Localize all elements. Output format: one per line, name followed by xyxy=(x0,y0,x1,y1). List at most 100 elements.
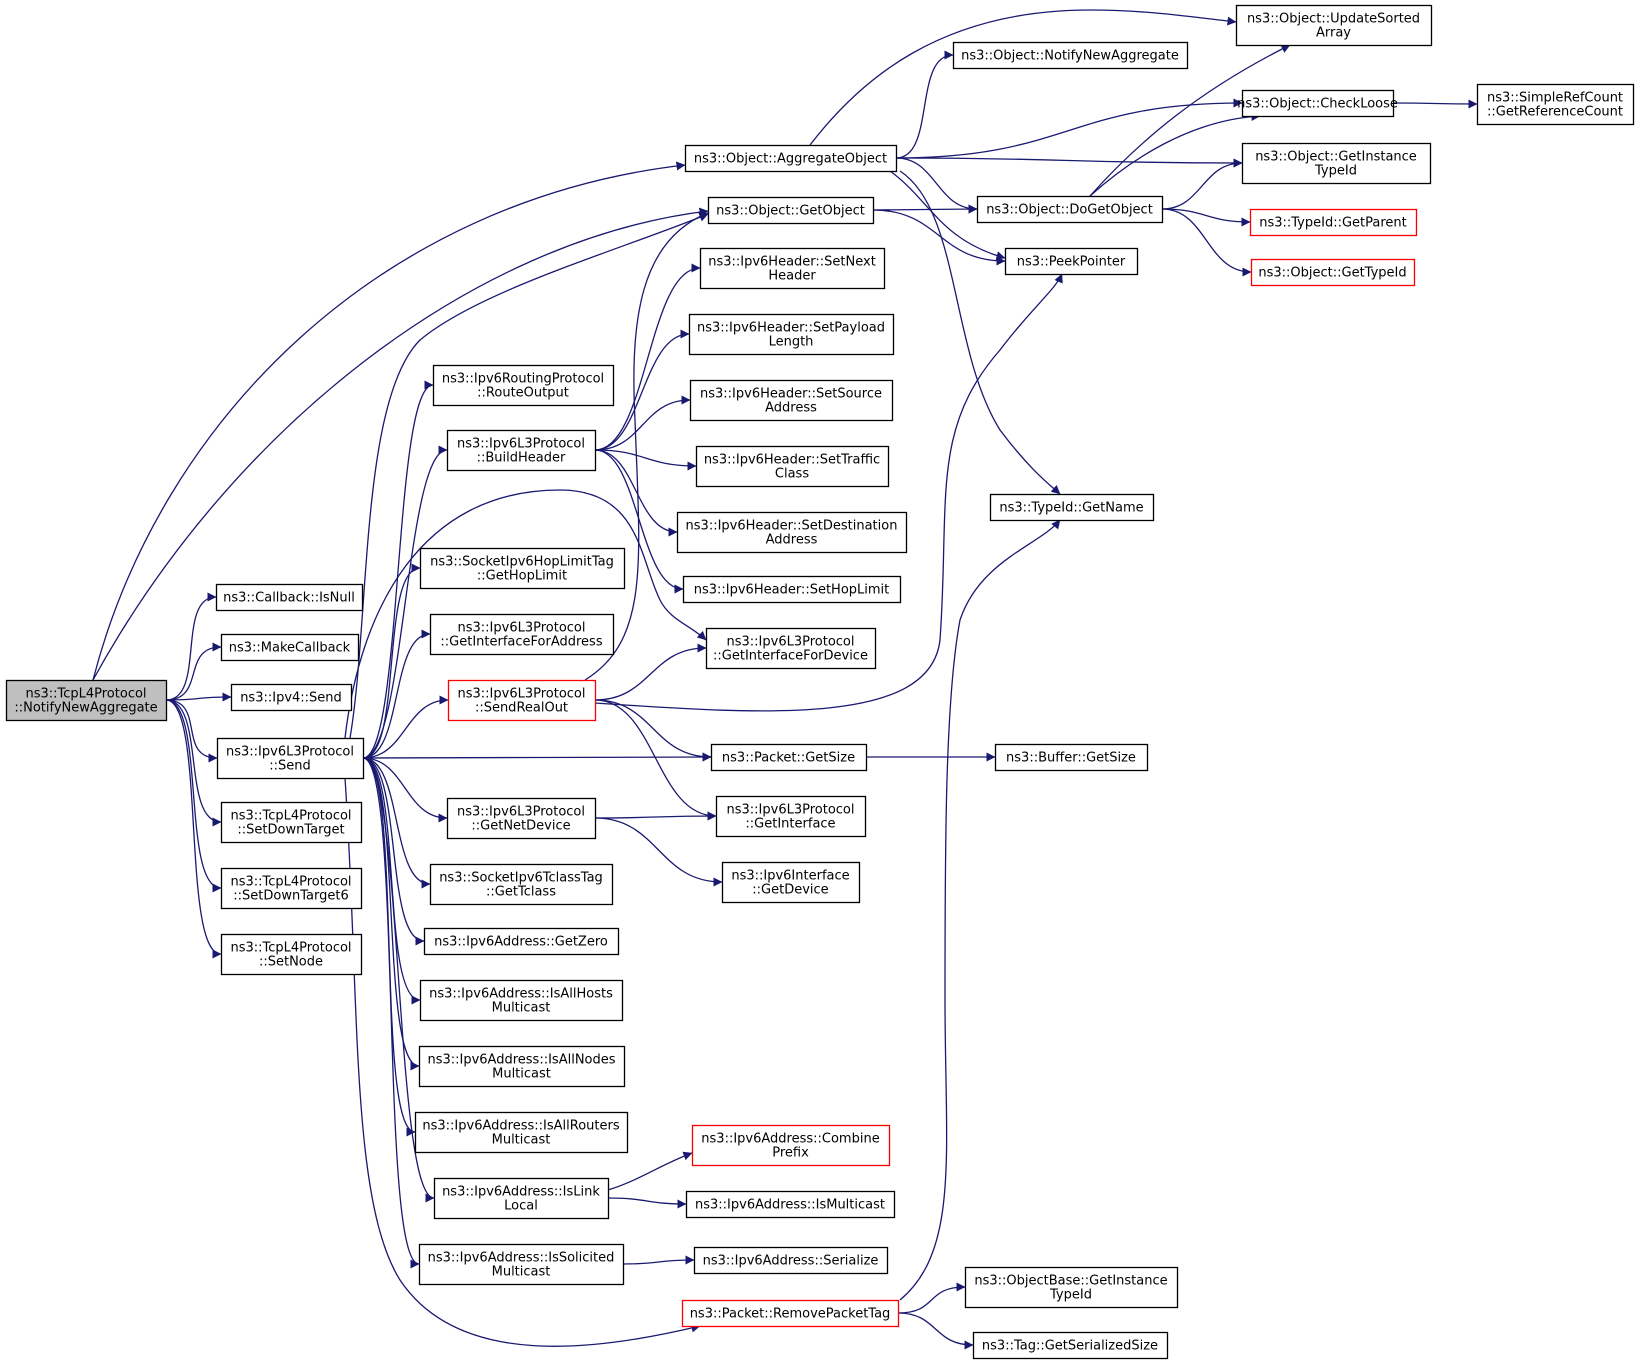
node-getinterface[interactable]: ns3::Ipv6L3Protocol::GetInterface xyxy=(715,795,867,838)
edge-aggregate-to-updatesorted xyxy=(809,9,1237,146)
node-label: Array xyxy=(1316,26,1351,41)
node-label: ns3::TypeId::GetParent xyxy=(1259,216,1407,231)
node-getobject[interactable]: ns3::Object::GetObject xyxy=(707,196,875,225)
node-label: ns3::Ipv6Address::IsAllRouters xyxy=(422,1119,619,1134)
node-aggregate[interactable]: ns3::Object::AggregateObject xyxy=(684,144,898,173)
node-label: ::GetInterface xyxy=(745,817,835,832)
node-label: Multicast xyxy=(492,1265,551,1280)
node-box xyxy=(721,861,861,904)
edge-issolicited-to-serialize xyxy=(622,1255,695,1265)
node-box xyxy=(215,583,364,612)
node-label: ns3::SocketIpv6TclassTag xyxy=(439,871,603,886)
edge-aggregate-to-notifynewagg xyxy=(895,50,954,159)
node-box xyxy=(994,743,1149,772)
node-checkloose[interactable]: ns3::Object::CheckLoose xyxy=(1237,89,1398,118)
node-typeid-getname[interactable]: ns3::TypeId::GetName xyxy=(989,493,1155,522)
node-ismulticast[interactable]: ns3::Ipv6Address::IsMulticast xyxy=(685,1190,896,1219)
edge-aggregate-to-checkloose xyxy=(895,98,1243,159)
node-setdowntarget[interactable]: ns3::TcpL4Protocol::SetDownTarget xyxy=(220,801,363,844)
node-removetag[interactable]: ns3::Packet::RemovePacketTag xyxy=(681,1299,900,1328)
node-box xyxy=(1235,4,1433,47)
node-label: ns3::TcpL4Protocol xyxy=(25,687,146,702)
node-getparent[interactable]: ns3::TypeId::GetParent xyxy=(1249,208,1418,237)
node-cb-isnull[interactable]: ns3::Callback::IsNull xyxy=(215,583,364,612)
node-ipv6l3-send[interactable]: ns3::Ipv6L3Protocol::Send xyxy=(216,737,365,780)
node-getifaddr[interactable]: ns3::Ipv6L3Protocol::GetInterfaceForAddr… xyxy=(429,613,615,656)
node-label: ::GetDevice xyxy=(752,883,828,898)
node-box xyxy=(418,1045,626,1088)
node-box xyxy=(1476,83,1635,126)
node-notifynewagg[interactable]: ns3::Object::NotifyNewAggregate xyxy=(952,41,1189,70)
node-ipv6if-getdevice[interactable]: ns3::Ipv6Interface::GetDevice xyxy=(721,861,861,904)
node-label: ns3::Buffer::GetSize xyxy=(1006,751,1136,766)
node-label: ns3::MakeCallback xyxy=(229,641,351,656)
node-box xyxy=(976,195,1164,224)
node-setnode[interactable]: ns3::TcpL4Protocol::SetNode xyxy=(220,933,363,976)
node-label: ns3::TcpL4Protocol xyxy=(230,875,351,890)
node-box xyxy=(676,511,908,554)
node-getnetdevice[interactable]: ns3::Ipv6L3Protocol::GetNetDevice xyxy=(446,797,597,840)
node-tcp-notify[interactable]: ns3::TcpL4Protocol::NotifyNewAggregate xyxy=(5,679,168,722)
node-box xyxy=(689,379,894,422)
edge-removetag-to-tag_getsersize xyxy=(897,1312,974,1350)
node-makecb[interactable]: ns3::MakeCallback xyxy=(220,633,360,662)
node-box xyxy=(447,679,597,722)
node-doget[interactable]: ns3::Object::DoGetObject xyxy=(976,195,1164,224)
node-ipv4-send[interactable]: ns3::Ipv4::Send xyxy=(230,683,353,712)
node-getrefcount[interactable]: ns3::SimpleRefCount::GetReferenceCount xyxy=(1476,83,1635,126)
edge-getobject-to-peekpointer xyxy=(872,209,1006,266)
node-gettypeid[interactable]: ns3::Object::GetTypeId xyxy=(1250,258,1416,287)
node-sethoplimit[interactable]: ns3::Ipv6Header::SetHopLimit xyxy=(682,575,902,604)
node-label: ::RouteOutput xyxy=(477,386,569,401)
node-label: ns3::PeekPointer xyxy=(1017,255,1126,270)
node-label: ns3::Tag::GetSerializedSize xyxy=(982,1339,1158,1354)
edge-ipv6l3_send-to-gettclass xyxy=(362,757,431,889)
node-label: ns3::Ipv6L3Protocol xyxy=(458,621,586,636)
node-routeoutput[interactable]: ns3::Ipv6RoutingProtocol::RouteOutput xyxy=(432,364,615,407)
node-label: ns3::Ipv6L3Protocol xyxy=(458,687,586,702)
node-label: ns3::Ipv6Address::Serialize xyxy=(703,1254,879,1269)
node-setdowntarget6[interactable]: ns3::TcpL4Protocol::SetDownTarget6 xyxy=(220,867,363,910)
edge-sendrealout-to-getobject xyxy=(584,211,709,681)
edge-ipv6l3_send-to-isallnodes xyxy=(362,757,420,1071)
node-sendrealout[interactable]: ns3::Ipv6L3Protocol::SendRealOut xyxy=(447,679,597,722)
node-box xyxy=(989,493,1155,522)
node-box xyxy=(1241,89,1395,118)
node-label: ::GetNetDevice xyxy=(471,819,570,834)
node-serialize[interactable]: ns3::Ipv6Address::Serialize xyxy=(693,1246,889,1275)
node-getifdevice[interactable]: ns3::Ipv6L3Protocol::GetInterfaceForDevi… xyxy=(705,627,877,670)
edge-ipv6l3_send-to-getifdevice xyxy=(344,489,707,739)
node-box xyxy=(429,863,614,906)
node-tag-getsersize[interactable]: ns3::Tag::GetSerializedSize xyxy=(972,1331,1169,1360)
node-label: Multicast xyxy=(492,1133,551,1148)
node-box xyxy=(952,41,1189,70)
node-gettclass[interactable]: ns3::SocketIpv6TclassTag::GetTclass xyxy=(429,863,614,906)
node-box xyxy=(699,247,886,290)
node-peekpointer[interactable]: ns3::PeekPointer xyxy=(1004,247,1139,276)
node-buildheader[interactable]: ns3::Ipv6L3Protocol::BuildHeader xyxy=(446,429,597,472)
edge-tcp_notify-to-aggregate xyxy=(92,161,686,681)
node-packet-getsize[interactable]: ns3::Packet::GetSize xyxy=(710,743,868,772)
node-box xyxy=(681,1299,900,1328)
node-getzero[interactable]: ns3::Ipv6Address::GetZero xyxy=(423,927,620,956)
node-buffer-getsize[interactable]: ns3::Buffer::GetSize xyxy=(994,743,1149,772)
node-label: Multicast xyxy=(492,1067,551,1082)
node-label: Multicast xyxy=(492,1001,551,1016)
edge-tcp_notify-to-makecb xyxy=(165,642,222,701)
edge-tcp_notify-to-setnode xyxy=(165,699,222,959)
node-gethoplimit[interactable]: ns3::SocketIpv6HopLimitTag::GetHopLimit xyxy=(419,547,626,590)
